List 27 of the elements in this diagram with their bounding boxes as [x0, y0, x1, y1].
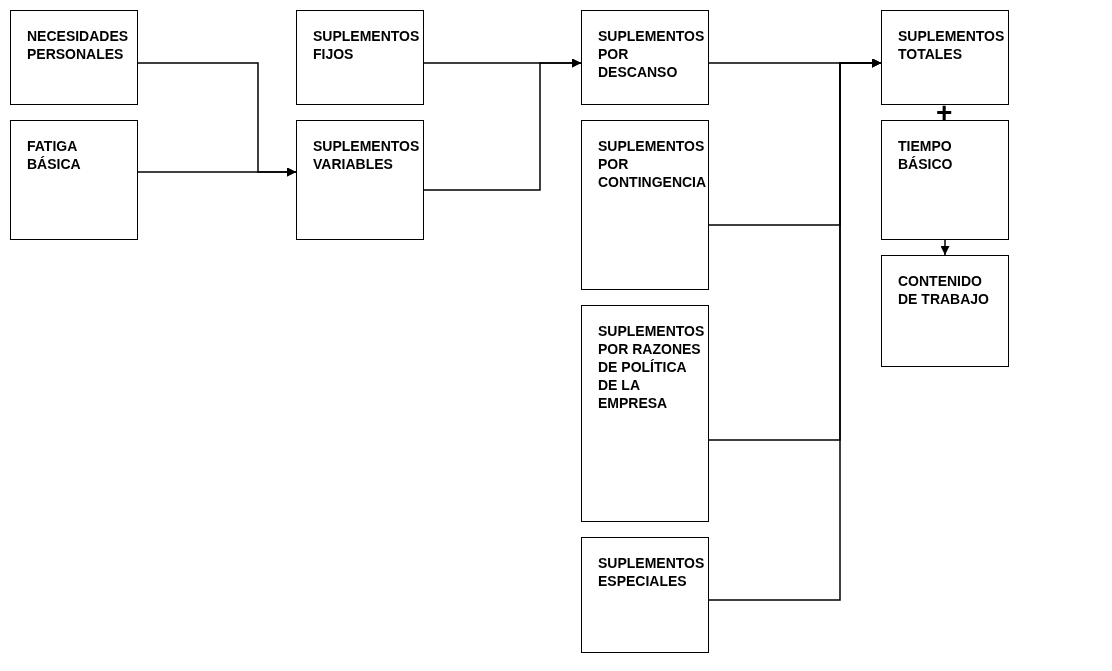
connector-arrow	[940, 239, 950, 256]
process-box	[581, 120, 709, 290]
process-box	[581, 537, 709, 653]
process-box	[10, 10, 138, 105]
process-box	[296, 120, 424, 240]
box-label: SUPLEMENTOS ESPECIALES	[598, 554, 704, 590]
box-label: SUPLEMENTOS FIJOS	[313, 27, 419, 63]
box-label: TIEMPO BÁSICO	[898, 137, 954, 173]
box-label: NECESIDADES PERSONALES	[27, 27, 130, 63]
process-box	[296, 10, 424, 105]
box-label: FATIGA BÁSICA	[27, 137, 82, 173]
box-label: CONTENIDO DE TRABAJO	[898, 272, 990, 308]
box-label: SUPLEMENTOS POR RAZONES DE POLÍTICA DE LA EMPRESA	[598, 322, 704, 412]
box-label: SUPLEMENTOS POR DESCANSO	[598, 27, 704, 81]
box-label: SUPLEMENTOS POR CONTINGENCIA	[598, 137, 704, 191]
connector-arrow	[708, 58, 882, 601]
box-label: SUPLEMENTOS VARIABLES	[313, 137, 419, 173]
process-box	[881, 10, 1009, 105]
process-box	[581, 10, 709, 105]
plus-sign: +	[936, 103, 953, 123]
connector-arrow	[137, 167, 297, 177]
process-box	[581, 305, 709, 522]
process-box	[10, 120, 138, 240]
connector-arrow	[423, 58, 582, 191]
process-box	[881, 120, 1009, 240]
process-box	[881, 255, 1009, 367]
box-label: SUPLEMENTOS TOTALES	[898, 27, 1004, 63]
